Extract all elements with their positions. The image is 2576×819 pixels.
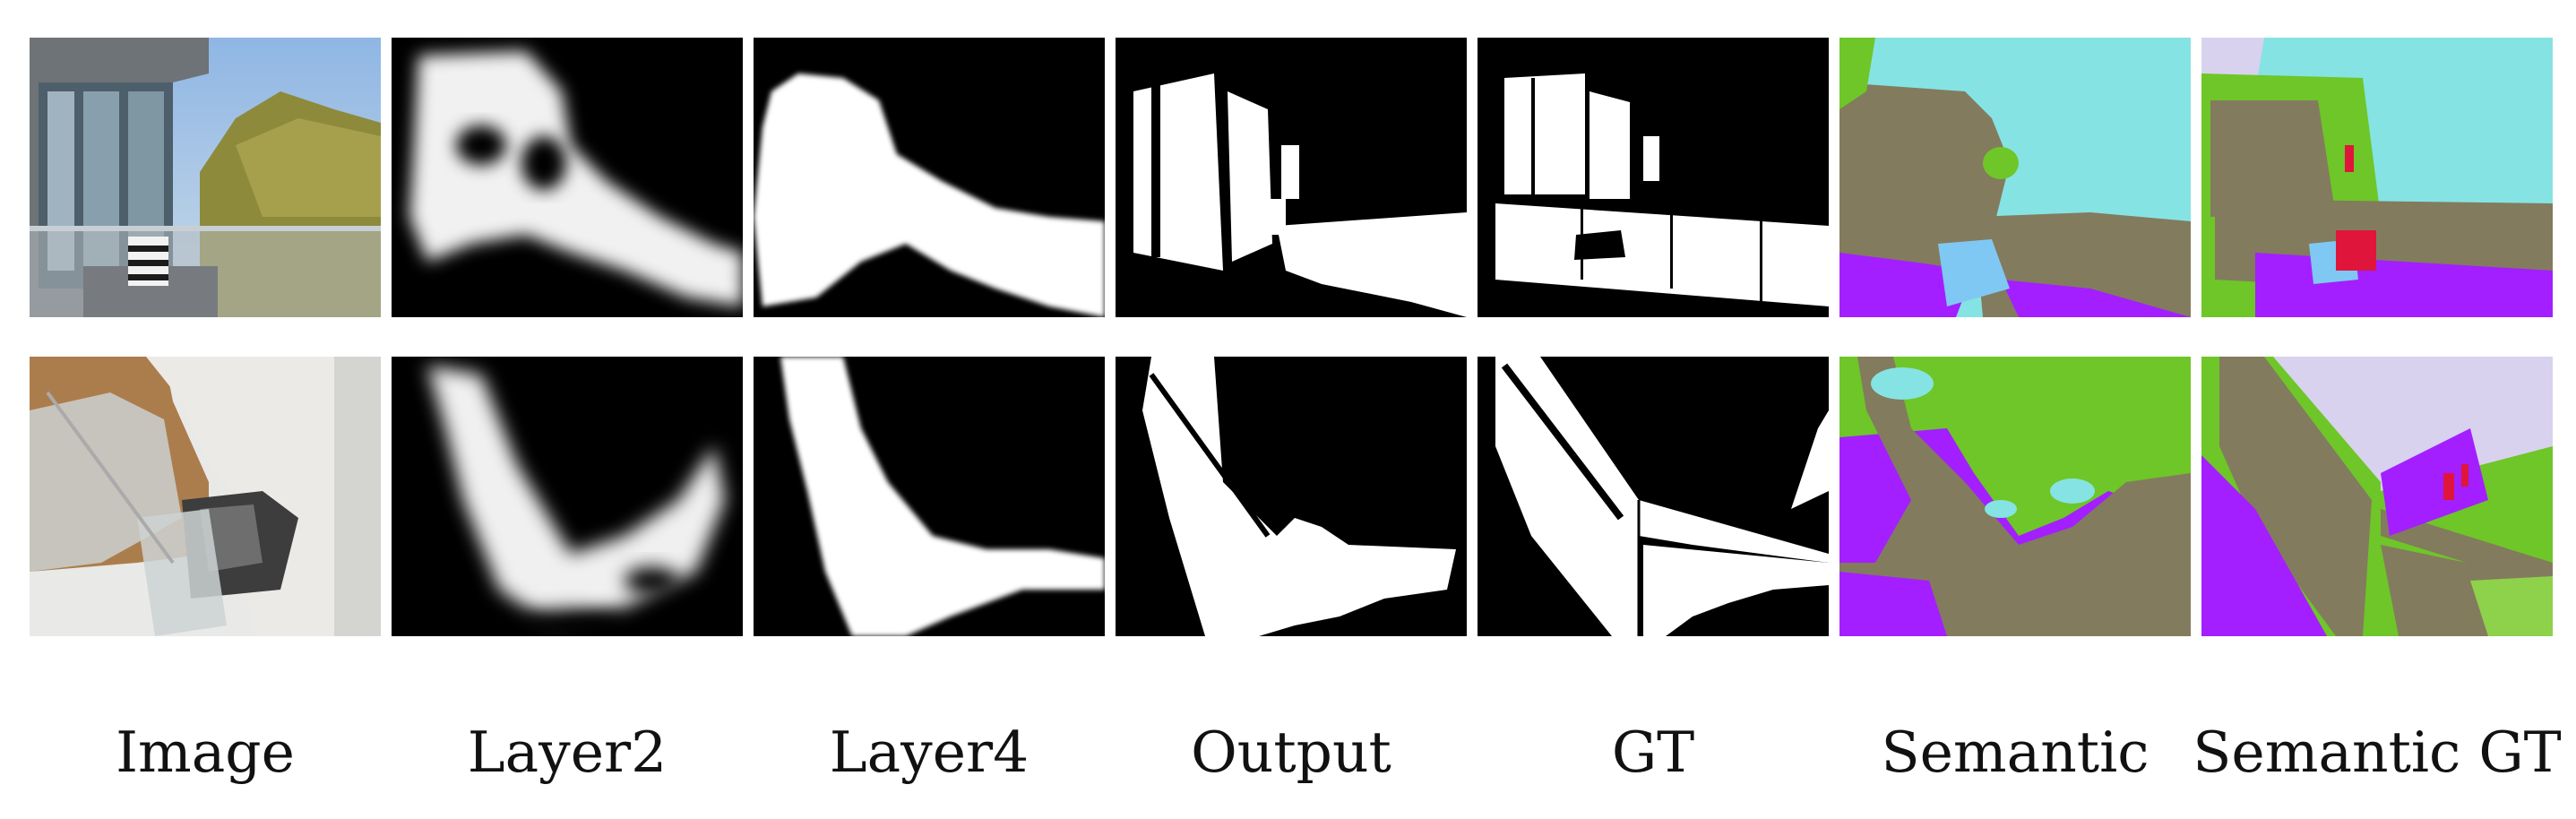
caption-image: Image xyxy=(116,720,295,785)
row1-image xyxy=(30,38,381,317)
row2-gt xyxy=(1478,357,1829,636)
row1-layer2-map xyxy=(392,38,743,317)
row2-semantic-gt-map xyxy=(2201,357,2553,636)
row2-layer4-map xyxy=(754,357,1105,636)
row1-gt-mask xyxy=(1478,38,1829,317)
row1-layer4 xyxy=(754,38,1105,317)
row2-semantic xyxy=(1839,357,2191,636)
row1-output xyxy=(1116,38,1467,317)
row2-output-mask xyxy=(1116,357,1467,636)
row1-semantic xyxy=(1839,38,2191,317)
row2-layer2-map xyxy=(392,357,743,636)
caption-layer2: Layer2 xyxy=(467,720,668,785)
row2-photo xyxy=(30,357,381,636)
row1-photo xyxy=(30,38,381,317)
row1-layer2 xyxy=(392,38,743,317)
row1-semantic-gt-map xyxy=(2201,38,2553,317)
caption-gt: GT xyxy=(1611,720,1695,785)
caption-semantic-gt: Semantic GT xyxy=(2193,720,2562,785)
row2-semantic-gt xyxy=(2201,357,2553,636)
row1-layer4-map xyxy=(754,38,1105,317)
row1-gt xyxy=(1478,38,1829,317)
row1-output-mask xyxy=(1116,38,1467,317)
row2-layer2 xyxy=(392,357,743,636)
row1-semantic-map xyxy=(1839,38,2191,317)
caption-layer4: Layer4 xyxy=(829,720,1030,785)
row2-gt-mask xyxy=(1478,357,1829,636)
caption-output: Output xyxy=(1191,720,1391,785)
row1-semantic-gt xyxy=(2201,38,2553,317)
caption-semantic: Semantic xyxy=(1881,720,2150,785)
row2-semantic-map xyxy=(1839,357,2191,636)
row2-image xyxy=(30,357,381,636)
row2-layer4 xyxy=(754,357,1105,636)
row2-output xyxy=(1116,357,1467,636)
